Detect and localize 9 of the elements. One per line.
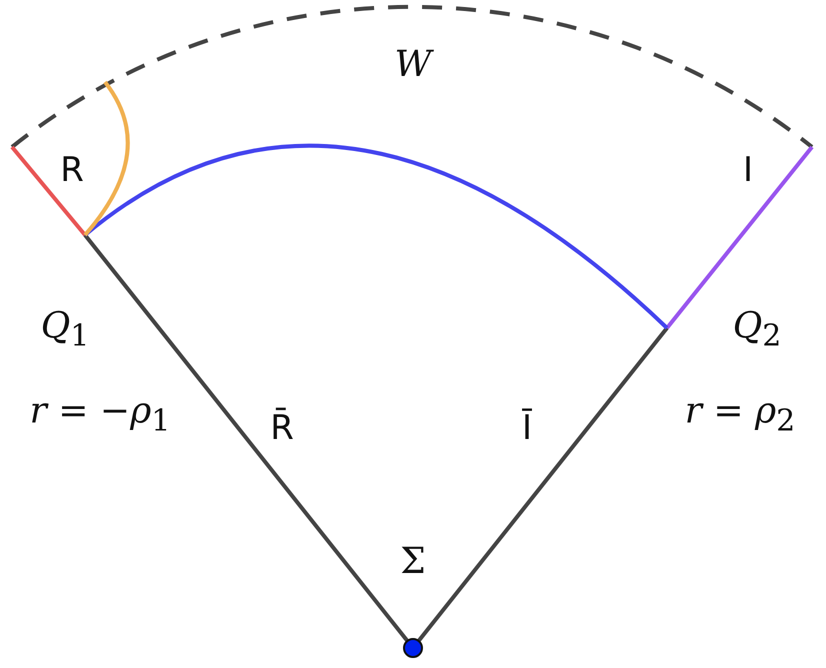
math-label: W xyxy=(394,47,432,83)
math-label: R xyxy=(60,153,84,187)
math-label: Ī xyxy=(522,411,532,445)
math-label: r = ρ$_{2}$ xyxy=(684,393,796,437)
math-label: Q$_{1}$ xyxy=(40,308,90,352)
math-label: Q$_{2}$ xyxy=(732,308,782,352)
math-label: I xyxy=(742,153,754,187)
math-label: Σ xyxy=(400,544,426,580)
math-label: r = −ρ$_{1}$ xyxy=(30,393,170,437)
